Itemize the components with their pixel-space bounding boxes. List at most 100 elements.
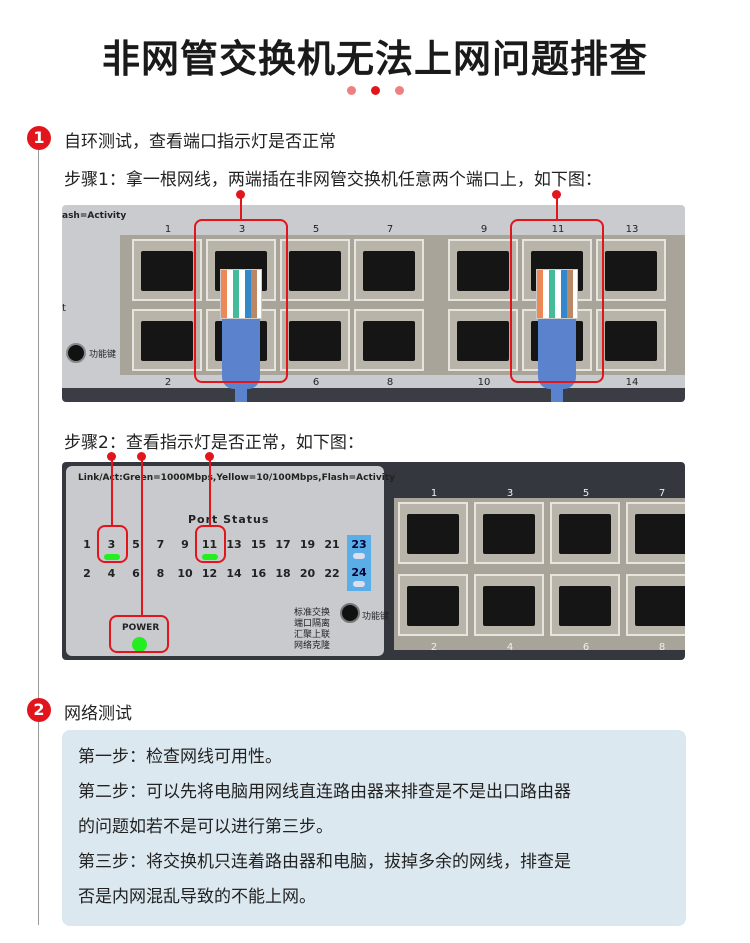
box-line: 的问题如若不是可以进行第三步。: [78, 817, 333, 837]
section-number-1: 1: [27, 126, 51, 150]
section-number-2: 2: [27, 698, 51, 722]
callout-line: [556, 195, 558, 219]
uplink-led: [353, 581, 365, 587]
led-port-number: 22: [324, 567, 340, 580]
callout-line: [208, 458, 211, 525]
led-port-number: 14: [226, 567, 242, 580]
callout-dot: [106, 452, 116, 461]
led-port-number: 5: [132, 538, 140, 551]
step1-text: 步骤1：拿一根网线，两端插在非网管交换机任意两个端口上，如下图：: [64, 170, 602, 190]
callout-line: [240, 195, 242, 219]
led-port-number: 6: [132, 567, 140, 580]
function-key-label: 功能键: [362, 612, 390, 622]
ethernet-port: [550, 502, 620, 564]
led-port-number: 9: [181, 538, 189, 551]
port-label: 7: [386, 224, 394, 235]
highlight-box: [510, 219, 604, 383]
port-label: 13: [625, 224, 639, 235]
led-port-number: 18: [275, 567, 291, 580]
port-status-label: Port Status: [188, 513, 270, 526]
ethernet-port: [448, 239, 518, 301]
ethernet-port: [596, 239, 666, 301]
port-label: 8: [658, 642, 666, 653]
led-port-number: 7: [156, 538, 165, 551]
ethernet-port: [626, 574, 685, 636]
uplink-number: 23: [351, 538, 367, 551]
ethernet-port: [550, 574, 620, 636]
port-label: 11: [551, 224, 565, 235]
callout-dot: [236, 190, 245, 199]
network-test-box: 第一步：检查网线可用性。 第二步：可以先将电脑用网线直连路由器来排查是不是出口路…: [62, 730, 686, 926]
switch-photo-leds: Link/Act:Green=1000Mbps,Yellow=10/100Mbp…: [62, 462, 685, 660]
led-port-number: 19: [299, 538, 316, 551]
port-led-green: [103, 554, 120, 560]
legend-text: ash=Activity: [62, 211, 127, 221]
timeline-line: [38, 150, 39, 925]
ethernet-port: [398, 574, 468, 636]
callout-dot: [204, 452, 214, 461]
led-port-number: 15: [250, 538, 267, 551]
callout-line: [110, 458, 113, 525]
led-port-number: 20: [299, 567, 316, 580]
ethernet-port: [474, 574, 544, 636]
led-port-number: 17: [275, 538, 291, 551]
ethernet-port: [132, 239, 202, 301]
ethernet-cable: [536, 269, 578, 402]
ethernet-port: [448, 309, 518, 371]
section-heading-1: 自环测试，查看端口指示灯是否正常: [64, 132, 336, 152]
mode-label: 汇聚上联: [293, 630, 330, 640]
page-title: 非网管交换机无法上网问题排查: [101, 37, 648, 81]
step2-text: 步骤2：查看指示灯是否正常，如下图：: [64, 433, 364, 453]
highlight-box: [109, 615, 169, 653]
led-port-number: 10: [177, 567, 193, 580]
decor-dot: [347, 86, 356, 95]
power-led: [132, 637, 147, 652]
port-label: 2: [164, 377, 172, 388]
port-label: 10: [477, 377, 491, 388]
ethernet-port: [398, 502, 468, 564]
function-key-label: 功能键: [89, 350, 117, 360]
uplink-led: [353, 553, 365, 559]
decor-dot: [371, 86, 380, 95]
section-heading-2: 网络测试: [64, 704, 132, 724]
led-port-number: 2: [83, 567, 91, 580]
port-label: 4: [506, 642, 514, 653]
highlight-box: [194, 525, 226, 563]
led-port-number: 13: [226, 538, 242, 551]
port-label: 1: [164, 224, 172, 235]
port-label: 2: [430, 642, 438, 653]
function-button: [340, 603, 360, 623]
led-port-number: 1: [83, 538, 91, 551]
port-label: 1: [430, 488, 438, 499]
ethernet-port: [626, 502, 685, 564]
box-line: 第一步：检查网线可用性。: [78, 747, 282, 767]
port-label: 14: [625, 377, 639, 388]
decor-dot: [395, 86, 404, 95]
led-legend: Link/Act:Green=1000Mbps,Yellow=10/100Mbp…: [78, 473, 395, 483]
mode-label: 标准交换: [293, 608, 330, 618]
box-line: 否是内网混乱导致的不能上网。: [78, 887, 316, 907]
led-port-number: 3: [107, 538, 116, 551]
port-led-green: [201, 554, 218, 560]
port-label: 6: [582, 642, 590, 653]
port-label: 5: [582, 488, 590, 499]
led-port-number: 8: [156, 567, 165, 580]
ethernet-port: [474, 502, 544, 564]
power-label: POWER: [122, 623, 160, 633]
callout-dot: [552, 190, 561, 199]
highlight-box: [194, 219, 288, 383]
ethernet-port: [354, 239, 424, 301]
port-label: 8: [386, 377, 394, 388]
box-line: 第三步：将交换机只连着路由器和电脑，拔掉多余的网线，排查是: [78, 852, 571, 872]
uplink-number: 24: [351, 566, 367, 579]
ethernet-cable: [220, 269, 262, 402]
ethernet-port: [596, 309, 666, 371]
callout-line: [141, 458, 143, 615]
ethernet-port: [280, 309, 350, 371]
chassis-edge: [62, 388, 685, 402]
box-line: 第二步：可以先将电脑用网线直连路由器来排查是不是出口路由器: [78, 782, 571, 802]
function-button: [66, 343, 86, 363]
led-port-number: 12: [201, 567, 218, 580]
ethernet-port: [132, 309, 202, 371]
